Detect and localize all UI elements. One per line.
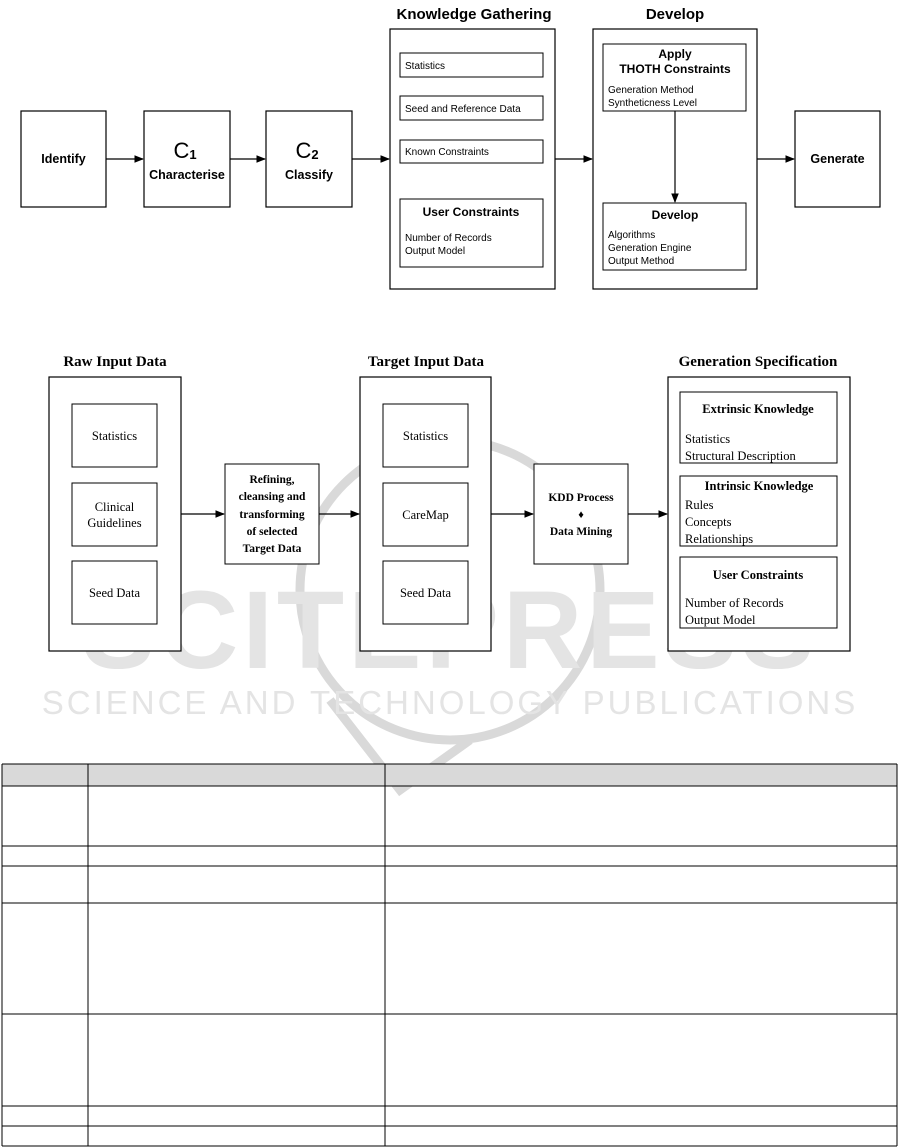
node-generate — [794, 110, 881, 208]
node-kdd — [533, 463, 629, 565]
node-identify-label: Identify — [41, 152, 85, 166]
node-apply-title-2: THOTH Constraints — [619, 62, 731, 76]
spec-extrinsic — [679, 391, 838, 464]
spec-intrinsic-line-3: Relationships — [685, 532, 753, 546]
node-classify-symbol: C2 — [295, 138, 318, 163]
node-refining-line-2: cleansing and — [239, 491, 306, 503]
target-item-statistics-label: Statistics — [403, 429, 448, 443]
spec-intrinsic-line-1: Rules — [685, 498, 714, 512]
node-apply-thoth — [602, 43, 747, 112]
diagram-data-pipeline: Raw Input Data Target Input Data Generat… — [48, 354, 851, 652]
table-grid — [1, 763, 898, 1147]
node-develop-inner-line-1: Algorithms — [608, 230, 655, 241]
kg-item-statistics-label: Statistics — [405, 61, 445, 72]
target-item-seed-data — [382, 560, 469, 625]
title-raw-input: Raw Input Data — [63, 354, 167, 370]
spec-intrinsic-line-2: Concepts — [685, 515, 732, 529]
target-item-caremap-label: CareMap — [402, 508, 449, 522]
kg-item-known-constraints-label: Known Constraints — [405, 147, 489, 158]
spec-extrinsic-line-1: Statistics — [685, 432, 730, 446]
kg-item-statistics — [399, 52, 544, 78]
node-develop-inner — [602, 202, 747, 271]
spec-intrinsic — [679, 475, 838, 547]
node-kdd-line-2: Data Mining — [550, 526, 613, 538]
target-item-seed-data-label: Seed Data — [400, 586, 451, 600]
raw-item-clinical-label-2: Guidelines — [87, 516, 141, 530]
title-develop: Develop — [646, 6, 704, 23]
spec-intrinsic-title: Intrinsic Knowledge — [705, 479, 814, 493]
kg-user-constraints-title: User Constraints — [423, 205, 520, 219]
table — [1, 763, 898, 1147]
raw-item-clinical-label-1: Clinical — [95, 500, 135, 514]
node-kdd-diamond: ♦ — [578, 509, 584, 521]
node-refining-line-4: of selected — [247, 526, 298, 538]
node-develop-inner-line-3: Output Method — [608, 256, 674, 267]
target-item-statistics — [382, 403, 469, 468]
raw-item-seed-data-label: Seed Data — [89, 586, 140, 600]
node-refining-line-3: transforming — [239, 509, 304, 521]
spec-user-constraints-line-2: Output Model — [685, 613, 756, 627]
watermark-small-text: SCIENCE AND TECHNOLOGY PUBLICATIONS — [42, 684, 859, 721]
table-header-bg — [2, 764, 897, 786]
spec-extrinsic-line-2: Structural Description — [685, 449, 796, 463]
raw-item-statistics — [71, 403, 158, 468]
kg-item-known-constraints — [399, 139, 544, 164]
node-apply-line-2: Syntheticness Level — [608, 98, 697, 109]
raw-item-seed-data — [71, 560, 158, 625]
node-apply-title-1: Apply — [658, 47, 692, 61]
raw-item-clinical-guidelines — [71, 482, 158, 547]
target-item-caremap — [382, 482, 469, 547]
node-characterise — [143, 110, 231, 208]
node-generate-label: Generate — [810, 152, 864, 166]
kg-user-constraints-line-2: Output Model — [405, 246, 465, 257]
node-develop-inner-line-2: Generation Engine — [608, 243, 692, 254]
node-classify — [265, 110, 353, 208]
node-develop-inner-title: Develop — [652, 208, 699, 222]
raw-item-statistics-label: Statistics — [92, 429, 137, 443]
node-refining — [224, 463, 320, 565]
spec-user-constraints — [679, 556, 838, 629]
node-refining-line-1: Refining, — [249, 474, 294, 486]
node-apply-line-1: Generation Method — [608, 85, 694, 96]
kg-item-seed-reference-label: Seed and Reference Data — [405, 104, 521, 115]
node-kdd-line-1: KDD Process — [548, 492, 614, 504]
spec-user-constraints-line-1: Number of Records — [685, 596, 784, 610]
node-refining-line-5: Target Data — [243, 543, 302, 555]
title-knowledge-gathering: Knowledge Gathering — [396, 6, 551, 23]
node-classify-label: Classify — [285, 168, 333, 182]
kg-user-constraints — [399, 198, 544, 268]
title-target-input: Target Input Data — [368, 354, 485, 370]
node-characterise-label: Characterise — [149, 168, 225, 182]
spec-user-constraints-title: User Constraints — [713, 568, 804, 582]
node-identify — [20, 110, 107, 208]
kg-item-seed-reference — [399, 95, 544, 121]
title-generation-spec: Generation Specification — [679, 354, 838, 370]
diagram-process-flow: Knowledge Gathering Develop Identify C1 … — [20, 6, 881, 290]
kg-user-constraints-line-1: Number of Records — [405, 233, 492, 244]
spec-extrinsic-title: Extrinsic Knowledge — [702, 402, 814, 416]
watermark-v-mark — [326, 697, 473, 797]
node-characterise-symbol: C1 — [173, 138, 196, 163]
